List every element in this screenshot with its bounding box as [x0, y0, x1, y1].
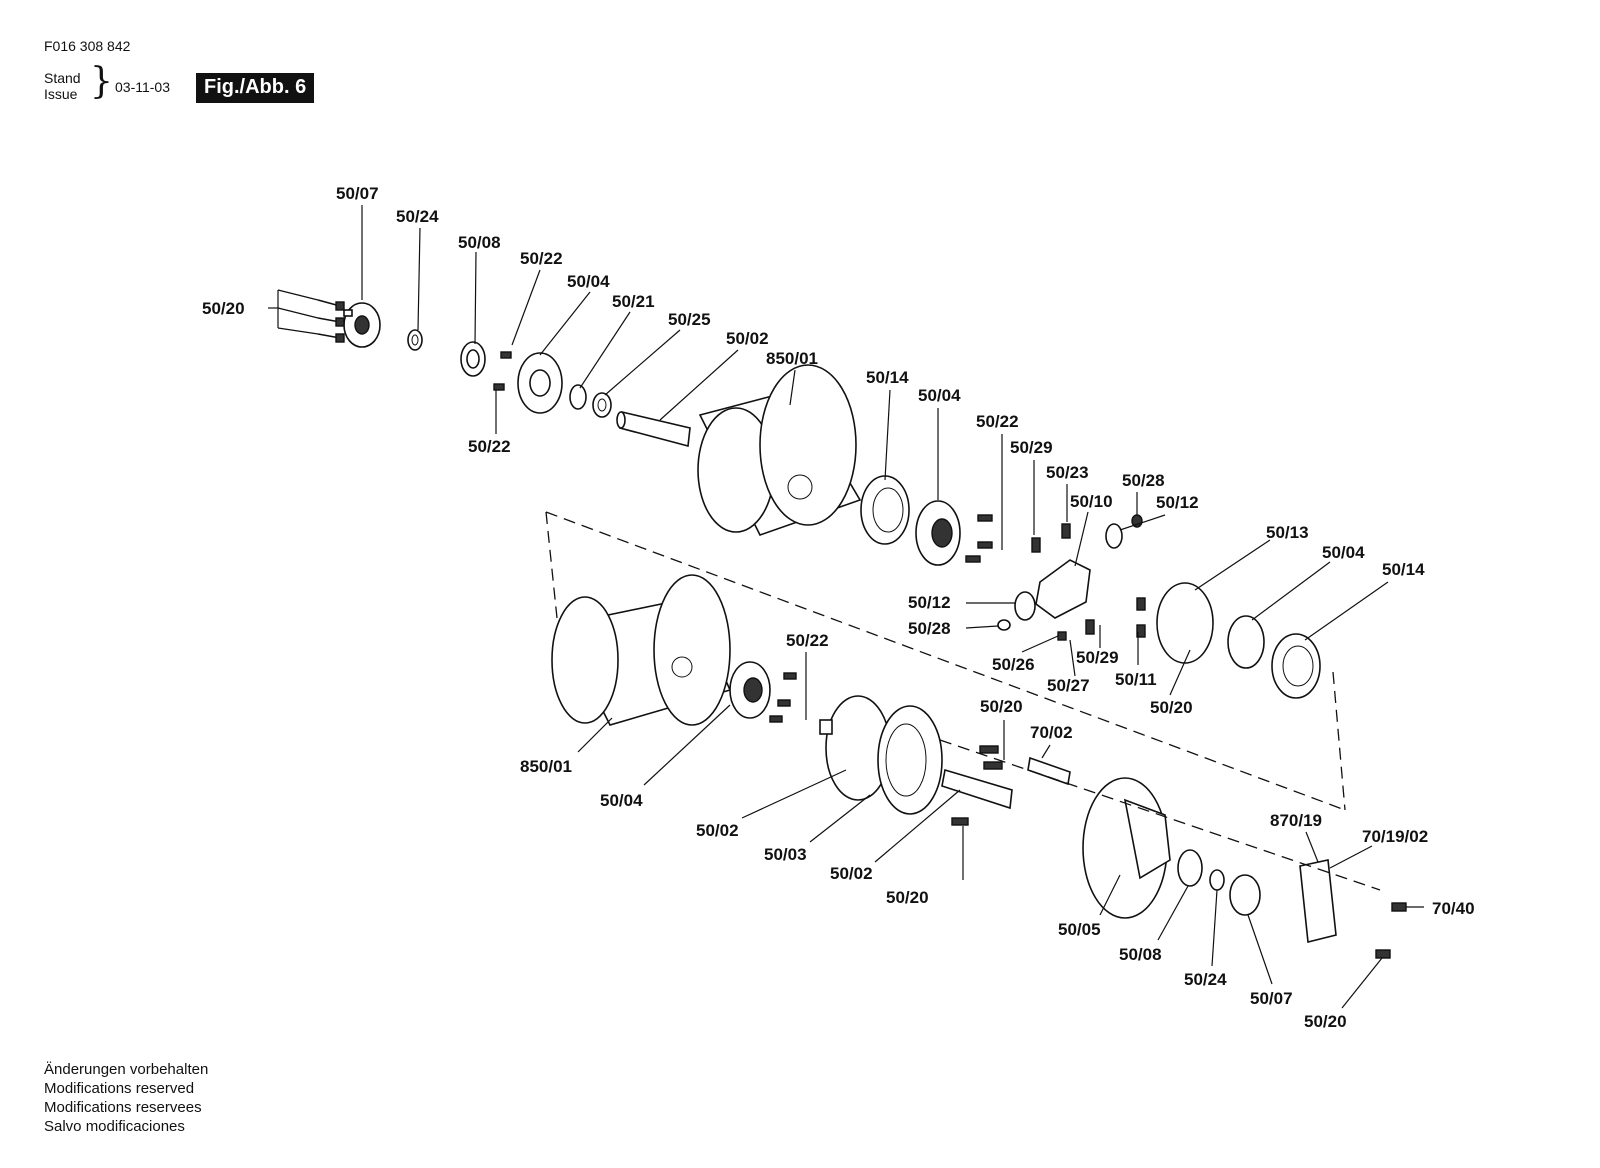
callout-mid-8: 50/13 [1266, 523, 1309, 542]
part-end-cap-top [343, 302, 381, 348]
callout-mid-1: 50/04 [918, 386, 961, 405]
callout-bottom-3: 50/20 [980, 697, 1023, 716]
part-gear-housing-bottom [819, 695, 943, 815]
callout-bottom-0: 850/01 [520, 757, 572, 776]
callout-mid-9: 50/04 [1322, 543, 1365, 562]
stand-label: Stand [44, 70, 81, 86]
callout-bottom-1: 50/22 [786, 631, 829, 650]
callout-bottom-13: 50/08 [1119, 945, 1162, 964]
brace-glyph: } [90, 61, 113, 102]
callout-mid-16: 50/11 [1115, 670, 1157, 689]
figure-badge: Fig./Abb. 6 [196, 73, 315, 103]
dashed-assembly-lines [545, 511, 1381, 891]
callout-mid-11: 50/12 [908, 593, 951, 612]
callout-top-7: 50/02 [726, 329, 769, 348]
callout-bottom-10: 70/19/02 [1362, 827, 1428, 846]
part-clip-top [569, 384, 587, 410]
part-motor-end-mid [1136, 582, 1321, 699]
issue-date: 03-11-03 [115, 79, 171, 95]
note-english: Modifications reserved [44, 1080, 195, 1097]
callout-top-5: 50/21 [612, 292, 655, 311]
callout-mid-5: 50/28 [1122, 471, 1165, 490]
note-french: Modifications reservees [44, 1099, 202, 1116]
callout-bottom-6: 50/03 [764, 845, 807, 864]
callout-top-1: 50/24 [396, 207, 439, 226]
note-spanish: Salvo modificaciones [44, 1118, 185, 1135]
callout-top-3: 50/22 [520, 249, 563, 268]
part-drum-top [697, 364, 862, 536]
callout-top-4: 50/04 [567, 272, 610, 291]
part-bracket-bottom [1299, 859, 1407, 959]
callout-mid-14: 50/27 [1047, 676, 1090, 695]
callout-bottom-8: 50/20 [886, 888, 929, 907]
callout-bottom-9: 870/19 [1270, 811, 1322, 830]
part-drum-bottom [551, 574, 732, 726]
leader-lines [268, 205, 1424, 1009]
part-washer-top [407, 329, 423, 351]
callout-mid-3: 50/29 [1010, 438, 1053, 457]
callout-labels: 50/07 50/24 50/08 50/22 50/04 50/21 50/2… [202, 184, 1475, 1031]
callout-mid-7: 50/12 [1156, 493, 1199, 512]
callout-mid-12: 50/28 [908, 619, 951, 638]
part-shaft-top [616, 411, 691, 448]
callout-mid-4: 50/23 [1046, 463, 1089, 482]
part-end-cover-bottom [1082, 777, 1261, 919]
part-gear-bottom [729, 661, 797, 723]
callout-mid-6: 50/10 [1070, 492, 1113, 511]
callout-mid-13: 50/26 [992, 655, 1035, 674]
part-shafts-bottom [941, 745, 1071, 826]
callout-bottom-4: 70/02 [1030, 723, 1073, 742]
callout-bottom-2: 50/04 [600, 791, 643, 810]
callout-mid-2: 50/22 [976, 412, 1019, 431]
callout-top-2: 50/08 [458, 233, 501, 252]
part-bearing-top [460, 341, 486, 377]
part-housing-mid [997, 514, 1143, 641]
callout-bottom-14: 50/24 [1184, 970, 1227, 989]
callout-bottom-11: 70/40 [1432, 899, 1475, 918]
callout-top-10: 50/22 [468, 437, 511, 456]
callout-top-0: 50/07 [336, 184, 379, 203]
modification-notes: Änderungen vorbehalten Modifications res… [44, 1060, 208, 1136]
callout-mid-15: 50/29 [1076, 648, 1119, 667]
part-screws-top-left [317, 299, 345, 343]
callout-mid-10: 50/14 [1382, 560, 1425, 579]
part-ring-top [592, 392, 612, 418]
note-german: Änderungen vorbehalten [44, 1061, 209, 1078]
callout-bottom-12: 50/05 [1058, 920, 1101, 939]
issue-label: Issue [44, 86, 78, 102]
callout-bottom-7: 50/02 [830, 864, 873, 883]
callout-bottom-15: 50/07 [1250, 989, 1293, 1008]
stand-issue-label: Stand Issue [44, 70, 81, 102]
part-ring-mid [860, 475, 910, 545]
part-screws-mid [965, 514, 1095, 635]
callout-top-8: 850/01 [766, 349, 818, 368]
callout-top-9: 50/20 [202, 299, 245, 318]
callout-mid-0: 50/14 [866, 368, 909, 387]
part-gear-mid [915, 500, 961, 566]
callout-bottom-5: 50/02 [696, 821, 739, 840]
document-number: F016 308 842 [44, 38, 131, 54]
callout-bottom-16: 50/20 [1304, 1012, 1347, 1031]
part-flange-top [493, 351, 563, 414]
callout-mid-17: 50/20 [1150, 698, 1193, 717]
callout-top-6: 50/25 [668, 310, 711, 329]
